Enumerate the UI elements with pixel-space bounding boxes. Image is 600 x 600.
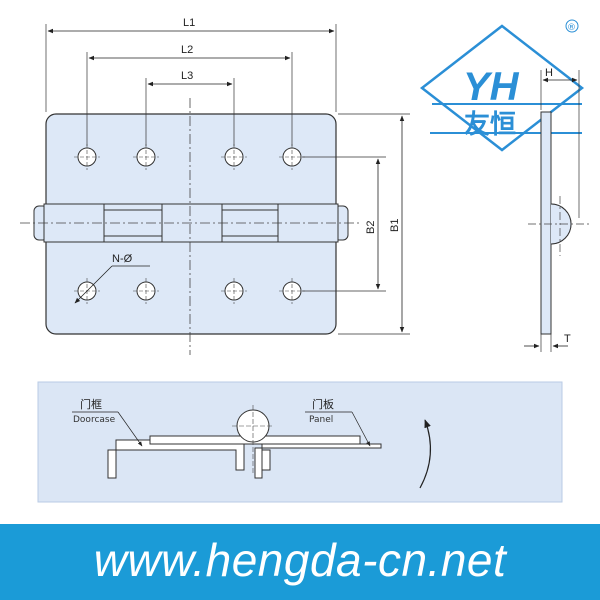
hole-top-2 <box>133 144 159 170</box>
doorcase-cn-label: 门框 <box>80 397 102 411</box>
logo-letters: YH <box>463 65 520 109</box>
side-view: H T <box>524 67 592 352</box>
brand-logo: YH 友恒 ® <box>419 19 585 152</box>
rotation-arrow <box>419 419 432 489</box>
hole-bottom-3 <box>221 278 247 304</box>
registered-mark: ® <box>567 23 576 33</box>
hole-bottom-2 <box>133 278 159 304</box>
panel-cn-label: 门板 <box>312 397 334 411</box>
dim-h-label: H <box>545 67 553 79</box>
side-leaf <box>540 111 552 335</box>
dim-t-label: T <box>564 333 571 345</box>
hole-bottom-4 <box>279 278 305 304</box>
installation-diagram: 门框 Doorcase 门板 Panel <box>37 381 563 503</box>
panel-en-label: Panel <box>309 415 333 425</box>
hole-spec-label: N-Ø <box>112 253 133 265</box>
dim-l3-label: L3 <box>181 70 193 82</box>
dim-b1-label: B1 <box>389 219 401 232</box>
dim-l2-label: L2 <box>181 44 193 56</box>
website-url[interactable]: www.hengda-cn.net <box>93 534 507 586</box>
hole-top-4 <box>279 144 305 170</box>
doorcase-en-label: Doorcase <box>73 415 116 425</box>
dim-l1-label: L1 <box>183 17 195 29</box>
logo-chinese: 友恒 <box>464 110 516 140</box>
hole-top-1 <box>74 144 100 170</box>
hole-top-3 <box>221 144 247 170</box>
front-view: N-Ø L1 L2 L3 B2 B1 <box>20 17 410 355</box>
logo-diamond <box>419 24 585 152</box>
footer-bar <box>0 524 600 600</box>
dim-b2-label: B2 <box>365 221 377 234</box>
